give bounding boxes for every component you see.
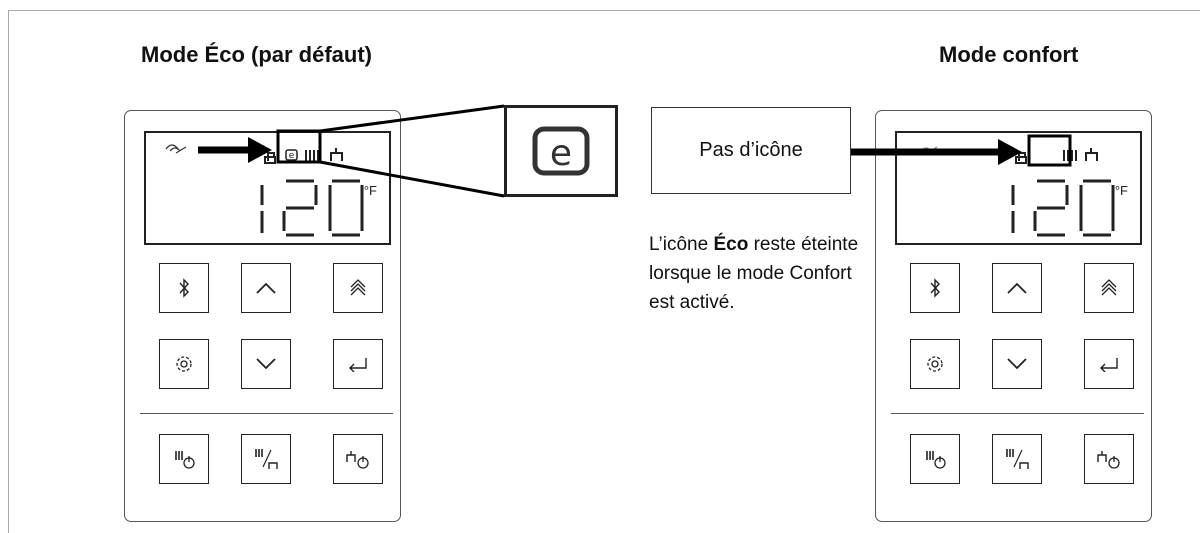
- control-panel-comfort: °F: [875, 110, 1152, 522]
- eco-icon-zoom: e: [504, 105, 618, 197]
- control-panel-eco: e °F: [124, 110, 401, 522]
- temperature-unit: °F: [1114, 183, 1128, 198]
- lcd-icons: e: [165, 144, 364, 237]
- enter-icon: [1100, 358, 1118, 372]
- chevron-up-icon: [256, 282, 276, 294]
- tap-small-icon: [264, 152, 276, 164]
- desc-suffix: reste éteinte lorsque le mode Confort es…: [649, 234, 859, 313]
- down-button[interactable]: [241, 339, 291, 389]
- bluetooth-button[interactable]: [159, 263, 209, 313]
- lcd-display: °F: [895, 131, 1142, 245]
- chevron-down-icon: [1007, 358, 1027, 370]
- no-icon-label: Pas d’icône: [699, 139, 803, 161]
- down-button[interactable]: [992, 339, 1042, 389]
- enter-button[interactable]: [1084, 339, 1134, 389]
- tap-small-icon: [1015, 152, 1027, 164]
- wifi-icon: [920, 146, 938, 154]
- digits: [1011, 179, 1115, 237]
- tap-power-icon: [346, 451, 369, 469]
- faucet-icon: [330, 148, 343, 161]
- up-button[interactable]: [992, 263, 1042, 313]
- double-chevron-up-icon: [1101, 279, 1117, 296]
- faucet-icon: [1085, 148, 1098, 161]
- fast-up-button[interactable]: [333, 263, 383, 313]
- heater-tap-switch-button[interactable]: [241, 434, 291, 484]
- up-button[interactable]: [241, 263, 291, 313]
- bluetooth-button[interactable]: [910, 263, 960, 313]
- wifi-icon: [165, 144, 187, 154]
- lcd-display: e °F: [144, 131, 391, 245]
- separator: [891, 413, 1144, 414]
- gear-icon: [176, 356, 192, 372]
- tap-power-button[interactable]: [1084, 434, 1134, 484]
- comfort-mode-heading: Mode confort: [939, 42, 1079, 67]
- tap-power-icon: [1097, 451, 1120, 469]
- gear-icon: [927, 356, 943, 372]
- digits: [260, 179, 364, 237]
- bluetooth-icon: [930, 278, 940, 298]
- bluetooth-icon: [179, 278, 189, 298]
- eco-zoom-icon: e: [532, 126, 590, 176]
- svg-text:e: e: [550, 133, 572, 174]
- page-frame: [8, 10, 1200, 533]
- heater-tap-switch-button[interactable]: [992, 434, 1042, 484]
- enter-icon: [349, 358, 367, 372]
- enter-button[interactable]: [333, 339, 383, 389]
- heater-tap-switch-icon: [255, 449, 278, 469]
- heater-tap-switch-icon: [1006, 449, 1029, 469]
- heater-power-icon: [926, 451, 946, 469]
- heater-icon: [305, 150, 319, 161]
- settings-button[interactable]: [159, 339, 209, 389]
- eco-icon: e: [285, 149, 298, 161]
- chevron-down-icon: [256, 358, 276, 370]
- separator: [140, 413, 393, 414]
- eco-mode-heading: Mode Éco (par défaut): [141, 42, 373, 67]
- lcd-icons: [920, 146, 1115, 237]
- fast-up-button[interactable]: [1084, 263, 1134, 313]
- settings-button[interactable]: [910, 339, 960, 389]
- heater-icon: [1063, 150, 1077, 161]
- desc-bold: Éco: [713, 234, 749, 255]
- heater-power-icon: [175, 451, 195, 469]
- heater-power-button[interactable]: [910, 434, 960, 484]
- desc-prefix: L’icône: [649, 234, 714, 255]
- svg-text:e: e: [289, 151, 295, 161]
- tap-power-button[interactable]: [333, 434, 383, 484]
- heater-power-button[interactable]: [159, 434, 209, 484]
- eco-description: L’icône Éco reste éteinte lorsque le mod…: [649, 230, 859, 317]
- temperature-unit: °F: [363, 183, 377, 198]
- double-chevron-up-icon: [350, 279, 366, 296]
- chevron-up-icon: [1007, 282, 1027, 294]
- no-icon-callout: Pas d’icône: [651, 107, 851, 194]
